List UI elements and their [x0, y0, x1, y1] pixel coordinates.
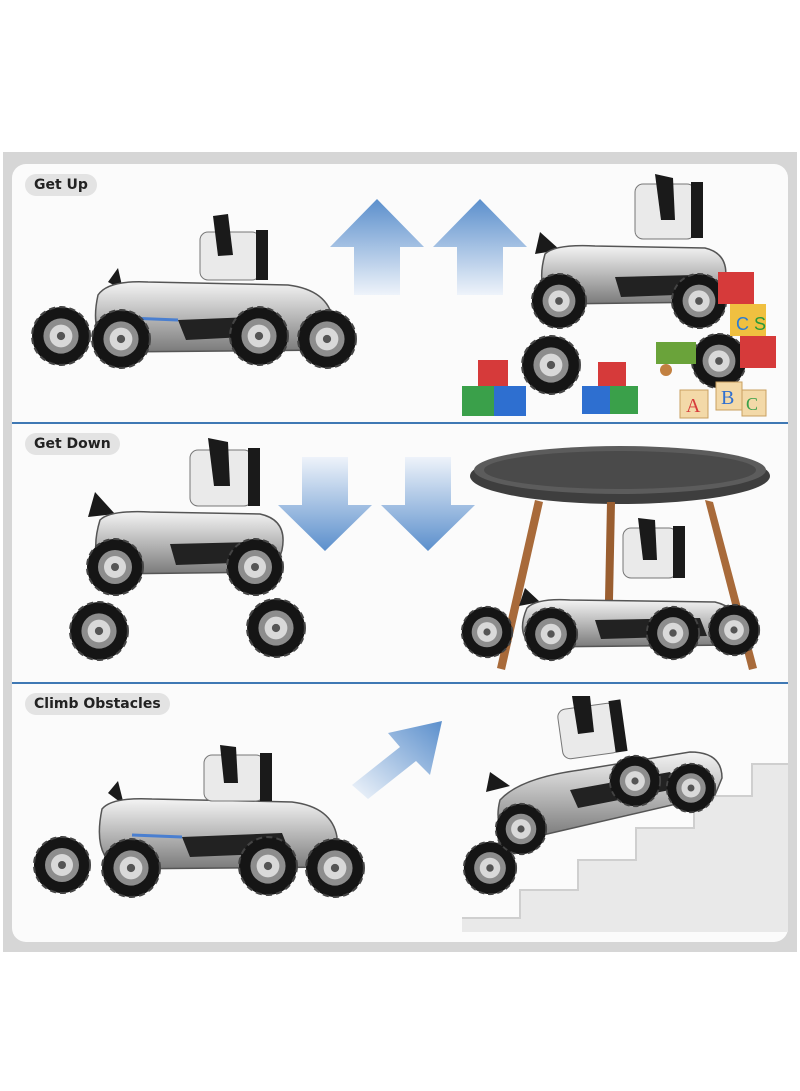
- block-letter-s: S: [754, 314, 766, 334]
- down-arrows: [278, 455, 478, 555]
- toy-blocks: C S A B C: [460, 270, 776, 420]
- block-letter-b: B: [721, 387, 734, 409]
- panel-label-climb-obstacles: Climb Obstacles: [25, 693, 170, 715]
- panel-label-get-up: Get Up: [25, 174, 97, 196]
- table-scene: [455, 440, 780, 680]
- block-letter-c-top: C: [736, 314, 749, 334]
- stairs-scene: [460, 690, 790, 935]
- panel-label-get-down: Get Down: [25, 433, 120, 455]
- robot-flat-climb: [32, 745, 372, 905]
- diagonal-arrow: [350, 715, 450, 805]
- section-divider-1: [12, 422, 788, 424]
- block-letter-a: A: [686, 395, 701, 417]
- robot-flat-get-up: [28, 210, 368, 385]
- up-arrows: [330, 197, 530, 297]
- block-letter-c-bottom: C: [746, 394, 758, 414]
- section-divider-2: [12, 682, 788, 684]
- robot-standing-get-up: [515, 172, 755, 402]
- robot-standing-get-down: [60, 432, 320, 672]
